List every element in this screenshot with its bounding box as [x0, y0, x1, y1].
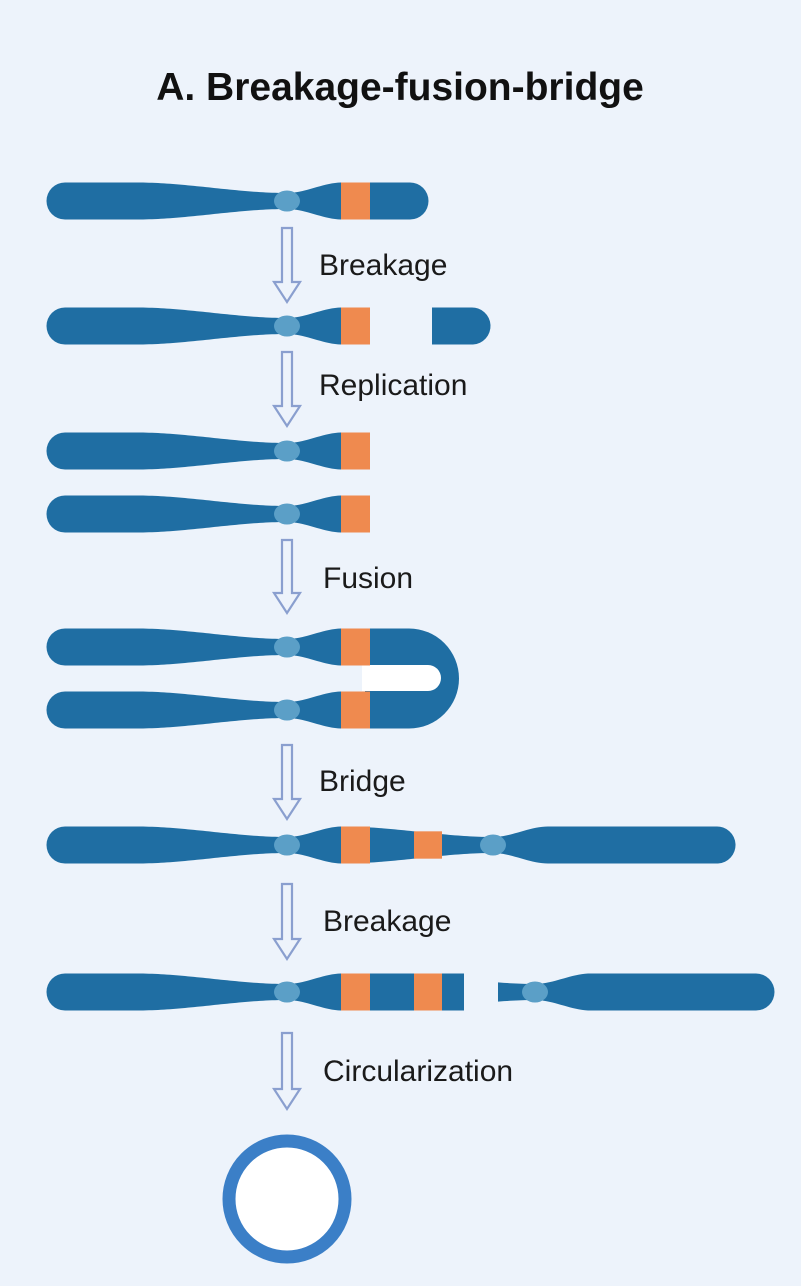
fused-chromatid-bottom	[46, 691, 370, 729]
fused-chromatids	[362, 628, 459, 729]
band-marker	[341, 973, 370, 1011]
chromosome-body	[46, 628, 370, 666]
fusion-gap	[362, 665, 441, 691]
centromere	[480, 834, 506, 856]
down-arrow-icon	[271, 743, 303, 822]
arrow-breakage	[271, 226, 303, 305]
chromosome-body	[46, 182, 429, 220]
band-marker	[341, 691, 370, 729]
chromatid-2	[46, 495, 370, 533]
chromatid-1	[46, 432, 370, 470]
step-label-fusion: Fusion	[323, 562, 413, 595]
band-marker	[341, 432, 370, 470]
centromere	[274, 315, 300, 337]
down-arrow-icon	[271, 882, 303, 962]
circular-ecdna	[222, 1134, 352, 1264]
step-label-bridge: Bridge	[319, 765, 406, 798]
chromosome-body	[498, 973, 775, 1011]
band-marker	[341, 307, 370, 345]
down-arrow-icon	[271, 1031, 303, 1112]
band-marker	[341, 182, 370, 220]
broken-chromosome-left	[46, 973, 464, 1011]
chromosome-body	[46, 495, 370, 533]
arrow-bridge	[271, 743, 303, 822]
down-arrow-icon	[271, 226, 303, 305]
centromere	[522, 981, 548, 1003]
chromosome-body	[46, 826, 736, 864]
acentric-fragment	[432, 307, 491, 345]
chromosome-body	[46, 307, 370, 345]
fused-chromatid-top	[46, 628, 370, 666]
band-marker	[414, 973, 442, 1011]
diagram-title: A. Breakage-fusion-bridge	[156, 66, 644, 109]
broken-chromosome-right	[498, 973, 775, 1011]
centromere	[274, 981, 300, 1003]
arrow-replication	[271, 350, 303, 429]
step-label-breakage-2: Breakage	[323, 905, 451, 938]
arrow-circularization	[271, 1031, 303, 1112]
band-marker	[414, 831, 442, 859]
step-label-replication: Replication	[319, 369, 467, 402]
arrow-breakage-2	[271, 882, 303, 962]
band-marker	[341, 628, 370, 666]
band-marker	[341, 495, 370, 533]
centromere	[274, 190, 300, 212]
chromosome-body	[46, 691, 370, 729]
arrow-fusion	[271, 538, 303, 616]
dicentric-chromosome	[46, 826, 736, 864]
centromere	[274, 699, 300, 721]
down-arrow-icon	[271, 538, 303, 616]
centromere	[274, 503, 300, 525]
chromosome-body	[432, 307, 491, 345]
chromosome-original	[46, 182, 429, 220]
band-marker	[341, 826, 370, 864]
centromere	[274, 636, 300, 658]
step-label-breakage: Breakage	[319, 249, 447, 282]
step-label-circularization: Circularization	[323, 1055, 513, 1088]
centromere	[274, 834, 300, 856]
chromosome-broken	[46, 307, 370, 345]
centromere	[274, 440, 300, 462]
down-arrow-icon	[271, 350, 303, 429]
chromosome-body	[46, 432, 370, 470]
